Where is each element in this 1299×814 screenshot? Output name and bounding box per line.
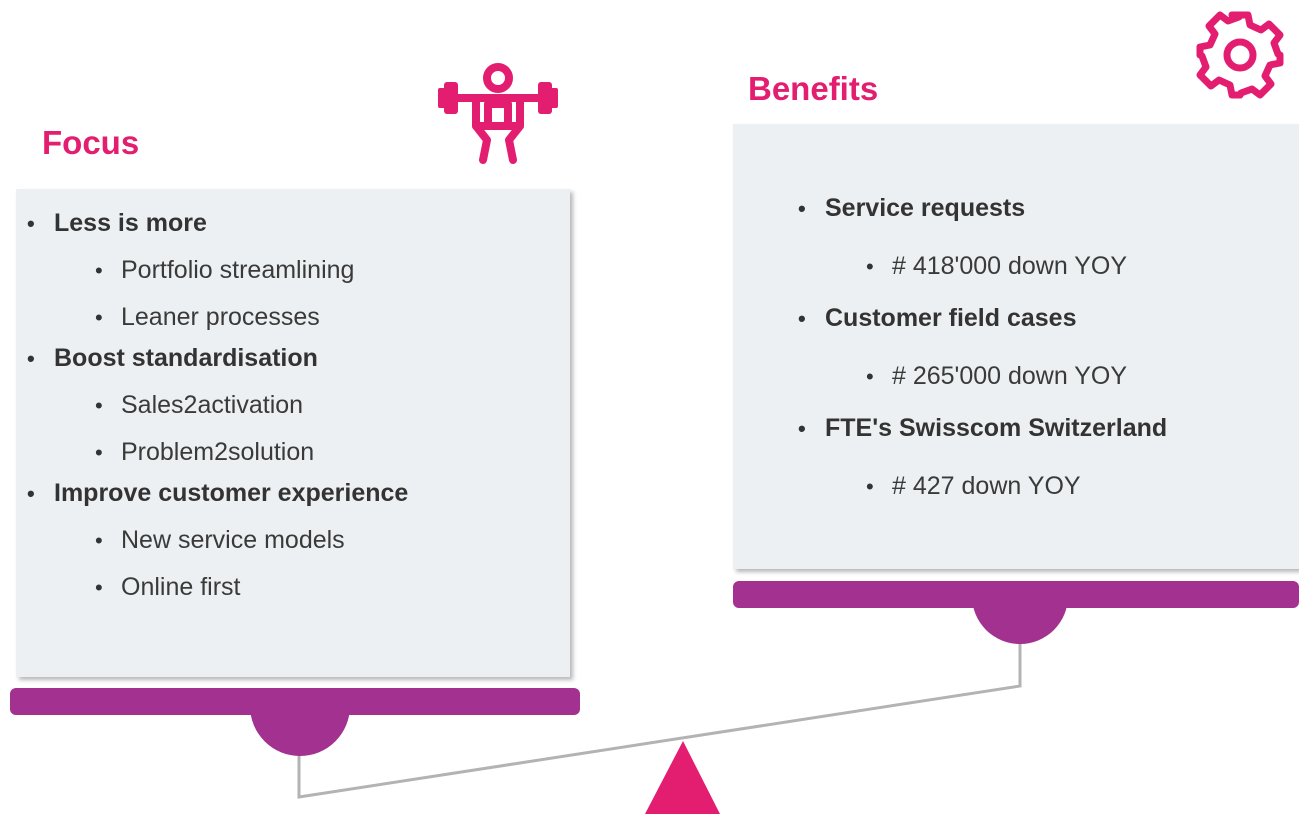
- focus-item-label: Boost standardisation: [54, 344, 318, 372]
- focus-subitem: • New service models: [19, 525, 408, 556]
- benefits-item-label: Customer field cases: [825, 304, 1077, 332]
- gear-icon: [1196, 11, 1284, 99]
- bullet: •: [798, 306, 806, 331]
- bullet: •: [95, 305, 103, 330]
- benefits-item: • FTE's Swisscom Switzerland: [790, 413, 1167, 444]
- benefits-subitem-label: # 427 down YOY: [892, 472, 1081, 500]
- benefits-subitem: • # 418'000 down YOY: [790, 251, 1167, 282]
- benefits-item: • Service requests: [790, 193, 1167, 224]
- bullet: •: [866, 364, 874, 389]
- focus-list: • Less is more • Portfolio streamlining …: [19, 208, 408, 603]
- focus-subitem-label: Sales2activation: [121, 391, 304, 419]
- benefits-item: • Customer field cases: [790, 303, 1167, 334]
- focus-item: • Less is more: [19, 208, 408, 239]
- focus-subitem-label: Online first: [121, 573, 241, 601]
- benefits-panel: [733, 124, 1299, 569]
- benefits-subitem: • # 427 down YOY: [790, 471, 1167, 502]
- bullet: •: [95, 393, 103, 418]
- benefits-subitem-label: # 418'000 down YOY: [892, 252, 1128, 280]
- focus-title: Focus: [42, 124, 140, 161]
- focus-subitem: • Portfolio streamlining: [19, 255, 408, 286]
- benefits-item-label: Service requests: [825, 194, 1026, 222]
- focus-subitem: • Online first: [19, 572, 408, 603]
- bullet: •: [95, 528, 103, 553]
- focus-item-label: Less is more: [54, 209, 207, 237]
- focus-panel: [16, 189, 570, 677]
- focus-subitem-label: Leaner processes: [121, 303, 320, 331]
- focus-subitem-label: Portfolio streamlining: [121, 256, 355, 284]
- bullet: •: [798, 196, 806, 221]
- benefits-pan: [733, 581, 1299, 608]
- weightlifter-icon: [438, 63, 558, 164]
- focus-subitem: • Sales2activation: [19, 390, 408, 421]
- bullet: •: [866, 254, 874, 279]
- bullet: •: [27, 481, 35, 506]
- focus-item: • Boost standardisation: [19, 343, 408, 374]
- focus-subitem: • Problem2solution: [19, 437, 408, 468]
- benefits-list: • Service requests • # 418'000 down YOY …: [790, 193, 1167, 502]
- benefits-item-label: FTE's Swisscom Switzerland: [825, 414, 1168, 442]
- bullet: •: [798, 416, 806, 441]
- bullet: •: [95, 440, 103, 465]
- focus-subitem-label: New service models: [121, 526, 345, 554]
- focus-item-label: Improve customer experience: [54, 479, 409, 507]
- benefits-title: Benefits: [748, 70, 879, 107]
- bullet: •: [27, 211, 35, 236]
- focus-subitem-label: Problem2solution: [121, 438, 315, 466]
- benefits-subitem-label: # 265'000 down YOY: [892, 362, 1128, 390]
- focus-subitem: • Leaner processes: [19, 302, 408, 333]
- focus-pan: [10, 688, 580, 715]
- bullet: •: [95, 575, 103, 600]
- bullet: •: [95, 258, 103, 283]
- focus-pan-stem: [250, 706, 350, 756]
- bullet: •: [866, 474, 874, 499]
- benefits-subitem: • # 265'000 down YOY: [790, 361, 1167, 392]
- focus-item: • Improve customer experience: [19, 478, 408, 509]
- fulcrum-triangle: [645, 741, 720, 814]
- bullet: •: [27, 346, 35, 371]
